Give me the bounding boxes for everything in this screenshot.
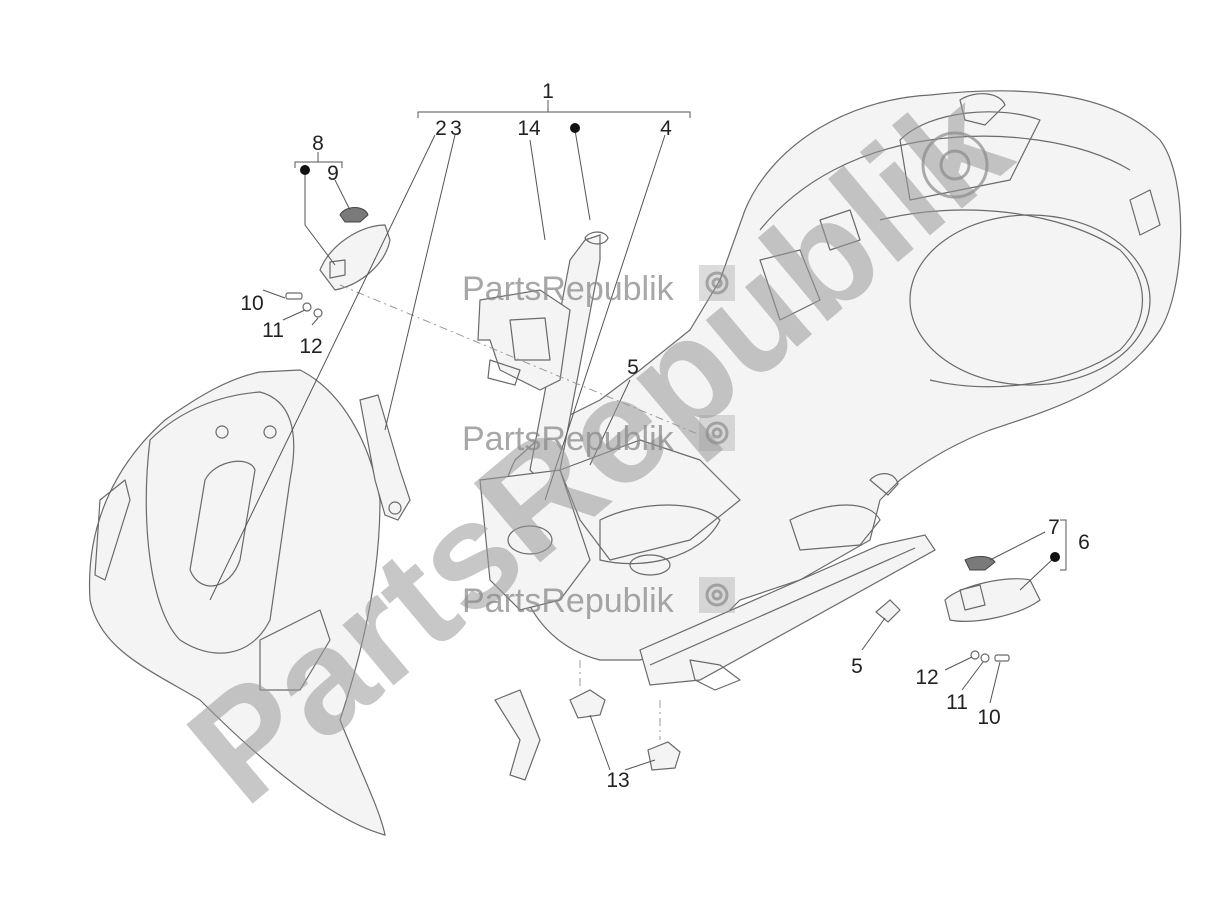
- callout-5-lower: 5: [851, 655, 863, 678]
- callout-1: 1: [542, 80, 554, 103]
- lower-bracket: [494, 689, 541, 781]
- note-dot: [570, 123, 580, 133]
- front-shield: [88, 369, 386, 836]
- callout-12-left: 12: [299, 335, 322, 358]
- callout-11-right: 11: [946, 691, 968, 714]
- gear-icon: [699, 415, 735, 451]
- callout-8: 8: [312, 132, 324, 155]
- callout-9: 9: [327, 162, 339, 185]
- rubber-pads: [569, 689, 681, 771]
- callouts: 1 2 3 14 4 5 8 9 10 11 12 7 6 5 12 11 10…: [240, 80, 1090, 792]
- callout-7: 7: [1048, 516, 1060, 539]
- callout-6: 6: [1078, 531, 1090, 554]
- lock-assembly-left: [285, 207, 391, 318]
- body-frame: [479, 90, 1182, 691]
- alignment-line: [339, 284, 701, 436]
- leader-lines: [209, 100, 1067, 771]
- callout-12-right: 12: [915, 666, 938, 689]
- callout-10-left: 10: [240, 292, 263, 315]
- watermark-small-2: PartsRepublik: [462, 420, 675, 458]
- clip-cover: [875, 599, 901, 623]
- callout-3: 3: [450, 117, 462, 140]
- lock-assembly-right: [944, 556, 1041, 663]
- gear-icon: [699, 577, 735, 613]
- horn-cover: [359, 394, 411, 521]
- callout-11-left: 11: [262, 319, 284, 342]
- callout-10-right: 10: [977, 706, 1000, 729]
- watermark-small-1: PartsRepublik: [462, 270, 675, 308]
- gear-icon: [921, 131, 989, 199]
- callout-14: 14: [517, 117, 541, 140]
- note-dot: [1050, 552, 1060, 562]
- note-dot: [300, 165, 310, 175]
- callout-2: 2: [435, 117, 447, 140]
- callout-13: 13: [606, 769, 629, 792]
- steering-bracket: [477, 289, 571, 391]
- callout-5-upper: 5: [627, 356, 639, 379]
- callout-4: 4: [660, 117, 672, 140]
- watermark-small-3: PartsRepublik: [462, 582, 675, 620]
- gear-icon: [699, 265, 735, 301]
